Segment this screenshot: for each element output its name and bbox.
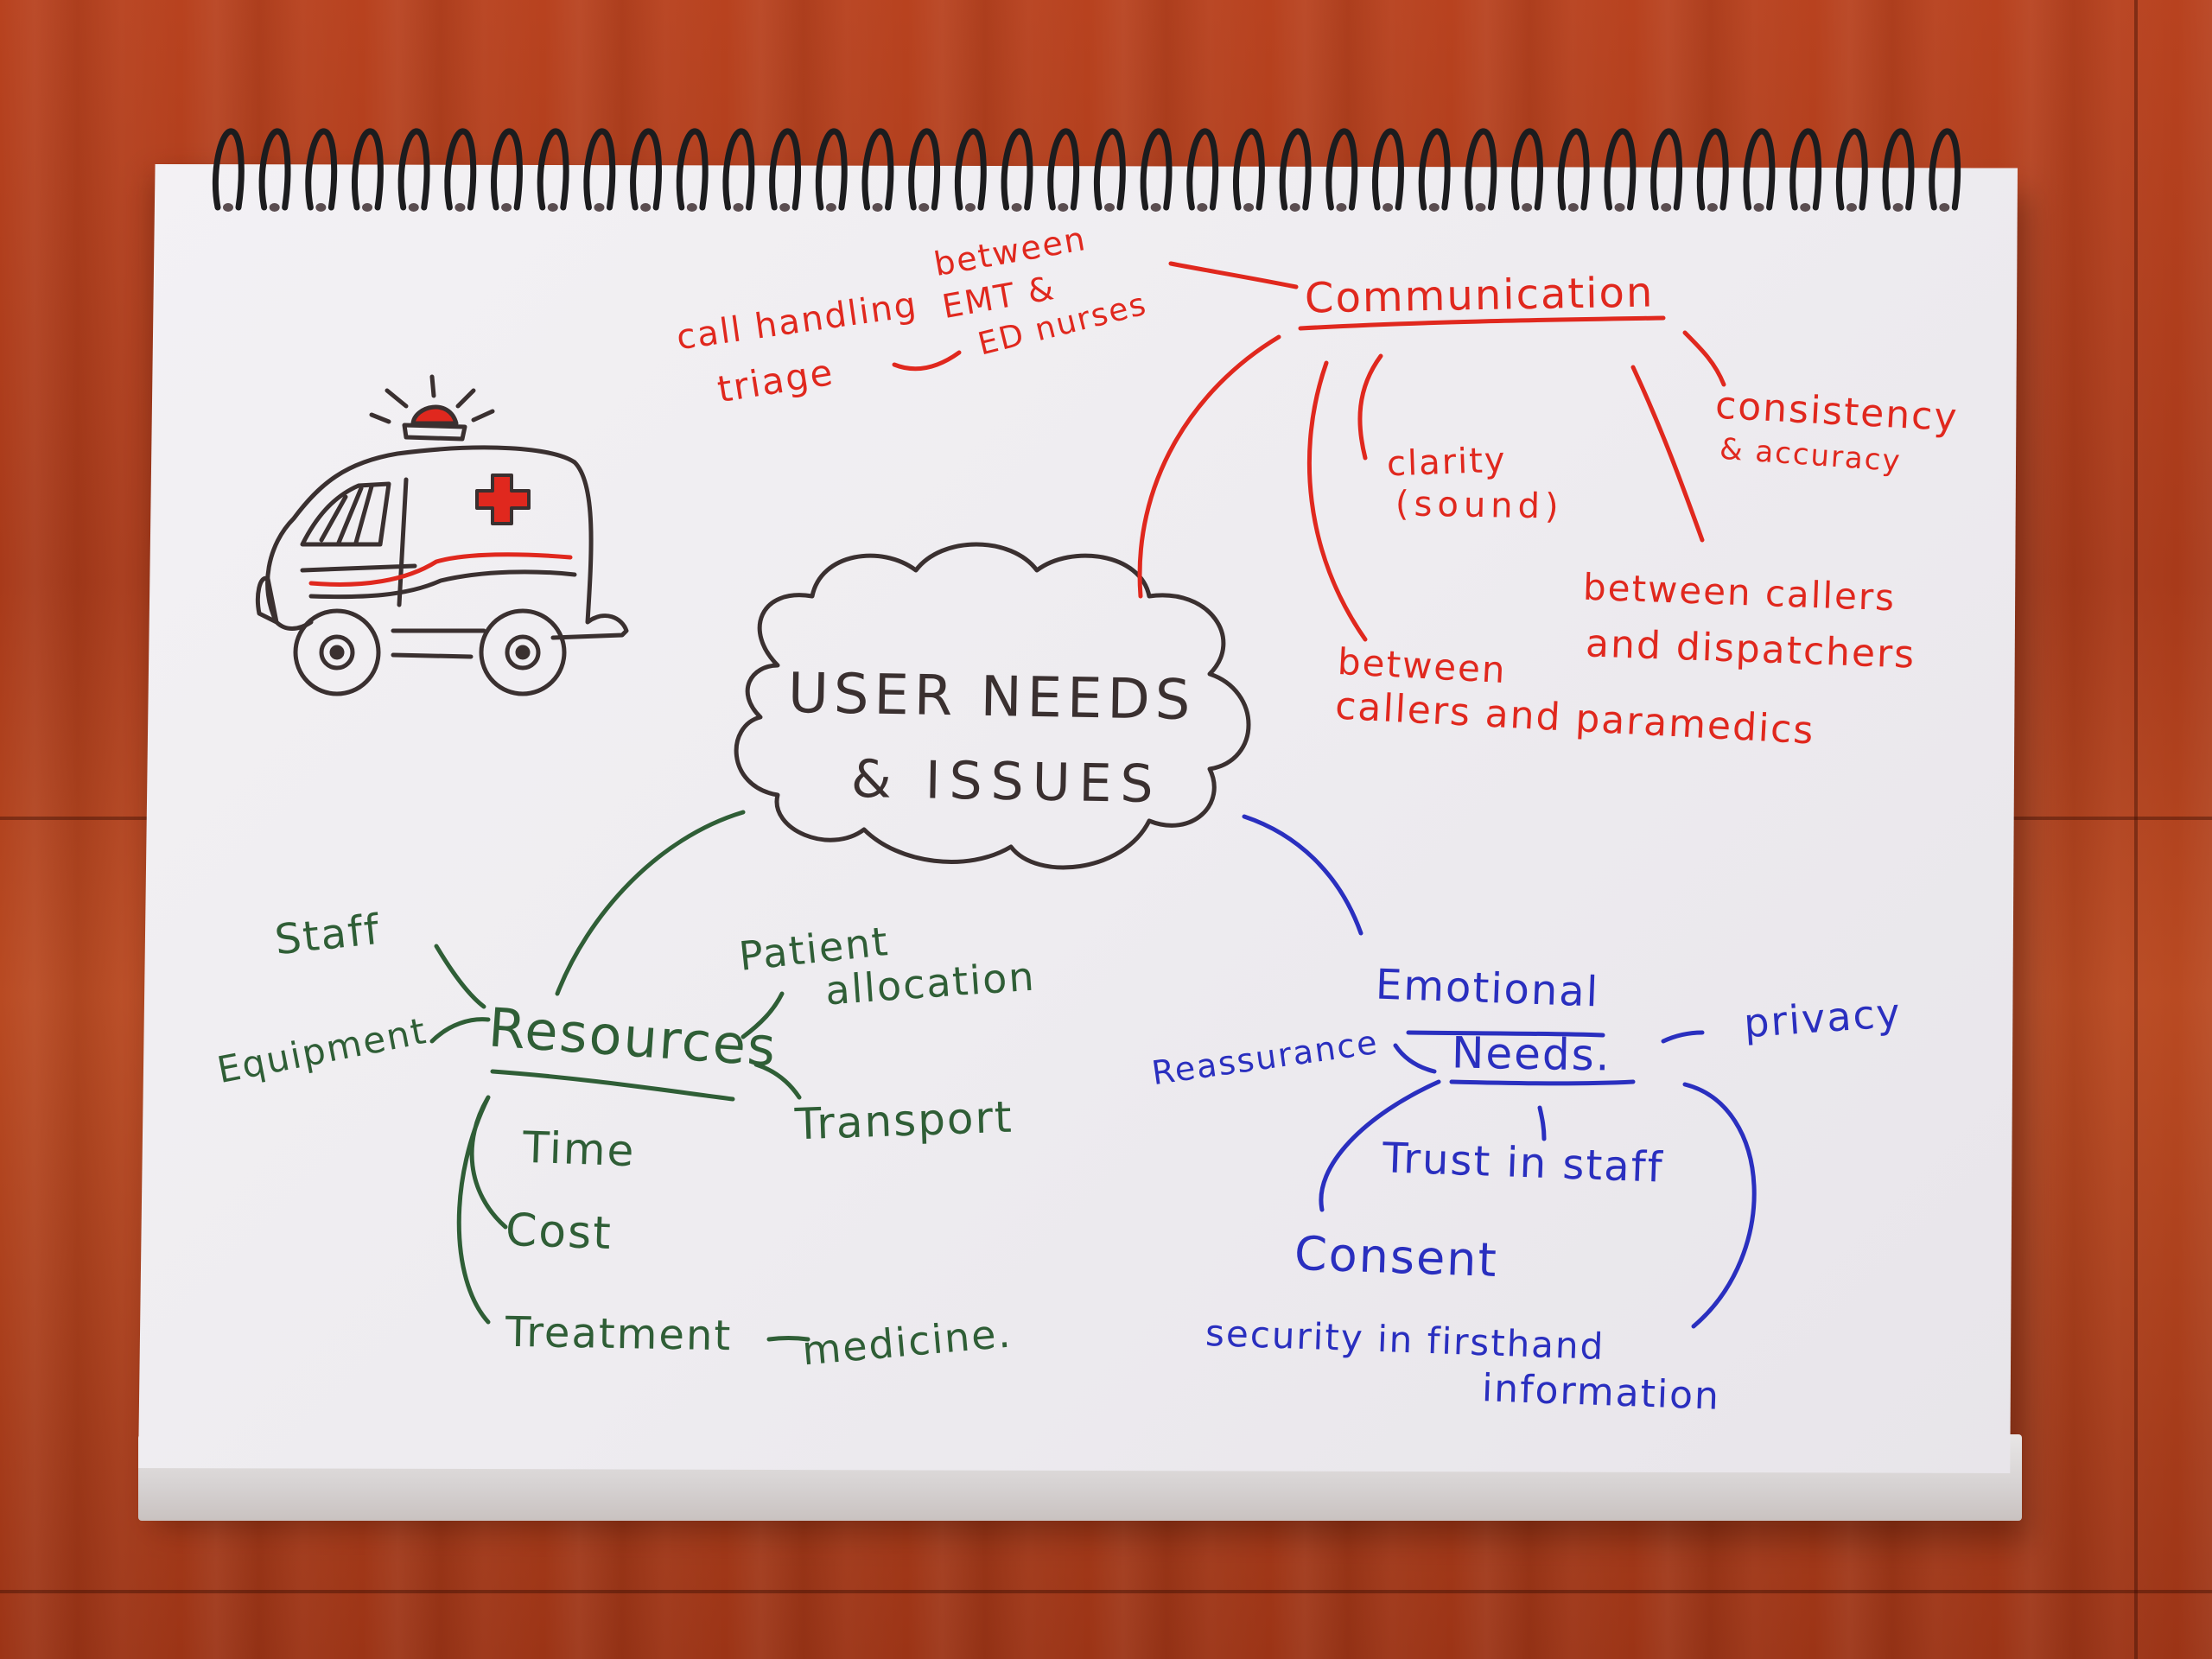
- punch-hole: [547, 203, 558, 212]
- spiral-ring: [1140, 128, 1173, 211]
- punch-hole: [1197, 203, 1208, 212]
- spiral-ring: [861, 128, 894, 211]
- punch-hole: [1753, 203, 1764, 212]
- punch-hole: [918, 203, 930, 212]
- wood-plank-seam: [0, 1590, 2212, 1593]
- cost-label: Cost: [504, 1204, 613, 1261]
- punch-hole: [1522, 203, 1533, 212]
- spiral-ring: [537, 128, 569, 211]
- spiral-ring: [444, 128, 477, 211]
- spiral-ring: [1835, 128, 1868, 211]
- punch-hole: [640, 203, 652, 212]
- callers-paramedics-label-line-1: between: [1336, 639, 1508, 692]
- spiral-ring: [954, 128, 987, 211]
- callers-dispatchers-label-line-2: and dispatchers: [1585, 621, 1916, 677]
- punch-hole: [1243, 203, 1255, 212]
- spiral-binding: [212, 128, 1961, 212]
- spiral-ring: [1557, 128, 1590, 211]
- spiral-ring: [491, 128, 523, 211]
- spiral-ring: [815, 128, 848, 211]
- spiral-ring: [1465, 128, 1497, 211]
- callers-dispatchers-label-line-1: between callers: [1582, 565, 1897, 620]
- punch-hole: [223, 203, 233, 212]
- punch-hole: [1428, 203, 1440, 212]
- punch-hole: [1846, 203, 1857, 212]
- time-label: Time: [522, 1122, 637, 1177]
- punch-hole: [1800, 203, 1811, 212]
- spiral-ring: [676, 128, 709, 211]
- spiral-ring: [305, 128, 338, 211]
- spiral-ring: [352, 128, 384, 211]
- spiral-ring: [1743, 128, 1776, 211]
- treatment-label: Treatment: [505, 1307, 733, 1361]
- center-title-line-2: & ISSUES: [850, 748, 1163, 816]
- punch-hole: [362, 203, 373, 212]
- sketchpad-page: [138, 164, 2018, 1473]
- spiral-ring: [212, 128, 245, 211]
- spiral-ring: [1789, 128, 1821, 211]
- spiral-ring: [1882, 128, 1915, 211]
- center-title-line-1: USER NEEDS: [787, 661, 1196, 734]
- spiral-ring: [1929, 128, 1961, 211]
- spiral-ring: [1279, 128, 1312, 211]
- emotional-title-line-2: Needs.: [1451, 1027, 1612, 1081]
- consent-label: Consent: [1293, 1225, 1499, 1288]
- punch-hole: [1939, 203, 1950, 212]
- punch-hole: [1150, 203, 1161, 212]
- spiral-ring: [1186, 128, 1219, 211]
- punch-hole: [454, 203, 466, 212]
- spiral-ring: [1696, 128, 1729, 211]
- spiral-ring: [1325, 128, 1358, 211]
- spiral-ring: [1372, 128, 1404, 211]
- spiral-ring: [769, 128, 801, 211]
- punch-hole: [1104, 203, 1115, 212]
- spiral-ring: [583, 128, 616, 211]
- punch-hole: [594, 203, 605, 212]
- privacy-label: privacy: [1742, 988, 1904, 1047]
- punch-hole: [1892, 203, 1904, 212]
- punch-hole: [315, 203, 327, 212]
- spiral-ring: [397, 128, 430, 211]
- punch-hole: [1567, 203, 1579, 212]
- emotional-title-line-1: Emotional: [1375, 960, 1601, 1017]
- spiral-ring: [722, 128, 755, 211]
- trust-in-staff-label: Trust in staff: [1382, 1134, 1665, 1192]
- punch-hole: [1475, 203, 1486, 212]
- punch-hole: [1289, 203, 1300, 212]
- staff-label: Staff: [272, 905, 384, 965]
- punch-hole: [269, 203, 280, 212]
- punch-hole: [733, 203, 744, 212]
- spiral-ring: [1511, 128, 1543, 211]
- punch-hole: [825, 203, 836, 212]
- spiral-ring: [1047, 128, 1080, 211]
- spiral-ring: [1233, 128, 1265, 211]
- wood-plank-seam: [2134, 0, 2138, 1659]
- transport-label: Transport: [794, 1091, 1014, 1150]
- spiral-ring: [908, 128, 940, 211]
- clarity-label-line-1: clarity: [1386, 440, 1508, 485]
- spiral-ring: [1001, 128, 1033, 211]
- punch-hole: [1336, 203, 1347, 212]
- spiral-ring: [1418, 128, 1451, 211]
- spiral-ring: [258, 128, 291, 211]
- punch-hole: [779, 203, 791, 212]
- clarity-label-line-2: (sound): [1395, 484, 1565, 527]
- punch-hole: [1058, 203, 1069, 212]
- spiral-ring: [1650, 128, 1682, 211]
- punch-hole: [1614, 203, 1625, 212]
- security-label-line-2: information: [1481, 1366, 1721, 1419]
- spiral-ring: [1093, 128, 1126, 211]
- punch-hole: [686, 203, 697, 212]
- punch-hole: [501, 203, 512, 212]
- punch-hole: [1382, 203, 1394, 212]
- punch-hole: [1661, 203, 1672, 212]
- punch-hole: [1011, 203, 1022, 212]
- spiral-ring: [1604, 128, 1637, 211]
- punch-hole: [1707, 203, 1718, 212]
- punch-hole: [872, 203, 883, 212]
- communication-title: Communication: [1304, 268, 1655, 323]
- punch-hole: [964, 203, 976, 212]
- punch-hole: [408, 203, 419, 212]
- spiral-ring: [630, 128, 662, 211]
